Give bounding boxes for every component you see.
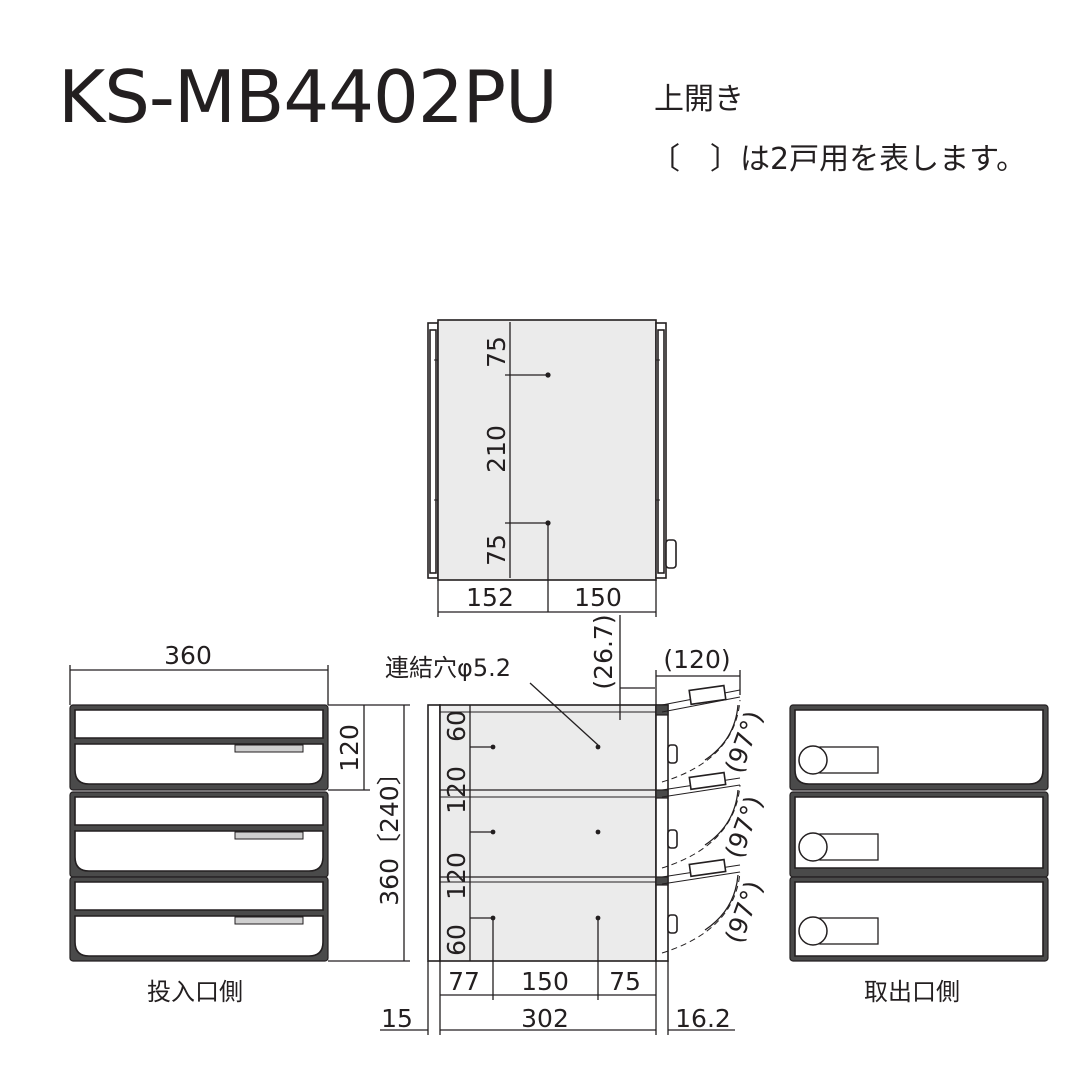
model-title: KS-MB4402PU <box>58 55 558 139</box>
top-view-lock-knob <box>665 539 677 569</box>
side-dim-v2: 120 <box>442 766 471 814</box>
top-view-right-flange-inner <box>657 329 665 574</box>
front-dim-unit-height: 120 <box>335 724 364 772</box>
side-angle-3: (97°) <box>719 877 768 947</box>
connecting-hole-label: 連結穴φ5.2 <box>385 654 511 682</box>
front-unit-1-flap <box>74 743 324 785</box>
rear-nameplate-1 <box>819 746 879 774</box>
side-dim-door-depth: (120) <box>663 645 730 674</box>
side-dim-h1: 77 <box>448 967 480 996</box>
top-hole-1 <box>545 372 551 378</box>
connecting-hole-marker <box>595 744 601 750</box>
rear-nameplate-3 <box>819 917 879 945</box>
side-lock-1 <box>667 744 678 764</box>
rear-dial-lock-2 <box>798 832 828 862</box>
side-dim-offset: (26.7) <box>589 614 618 689</box>
side-door-strip <box>655 704 669 962</box>
opened-flaps <box>661 684 741 954</box>
side-angle-1: (97°) <box>719 707 768 777</box>
top-dim-h2: 150 <box>574 583 622 612</box>
side-dim-h2: 150 <box>521 967 569 996</box>
front-unit-2-slot <box>234 831 304 840</box>
front-unit-3-slot <box>234 916 304 925</box>
side-dim-h3: 75 <box>609 967 641 996</box>
side-dim-v4: 60 <box>442 924 471 956</box>
front-unit-1-slot <box>234 744 304 753</box>
front-unit-2-upper-panel <box>74 796 324 826</box>
bracket-note: 〔 〕は2戸用を表します。 <box>650 142 1027 177</box>
rear-view-caption: 取出口側 <box>864 978 960 1006</box>
side-dim-bottom-mid: 302 <box>521 1004 569 1033</box>
front-unit-3-upper-panel <box>74 881 324 911</box>
side-body <box>439 704 657 962</box>
side-view: (97°) (97°) (97°) 連結穴φ5.2 (26.7) (120) 6… <box>380 614 769 1035</box>
top-dim-h1: 152 <box>466 583 514 612</box>
top-dim-v3: 75 <box>482 534 511 566</box>
rear-view: 取出口側 <box>789 704 1049 1006</box>
side-dim-v3: 120 <box>442 852 471 900</box>
front-unit-3-flap <box>74 915 324 957</box>
rear-nameplate-2 <box>819 833 879 861</box>
side-lock-2 <box>667 829 678 849</box>
front-unit-1-upper-panel <box>74 709 324 739</box>
front-dim-width: 360 <box>164 641 212 670</box>
rear-dial-lock-1 <box>798 745 828 775</box>
front-view-caption: 投入口側 <box>147 978 243 1006</box>
side-dim-v1: 60 <box>442 710 471 742</box>
opening-type-note: 上開き <box>654 82 744 117</box>
front-dim-total-height: 360〔240〕 <box>375 760 404 905</box>
side-dim-bottom-right: 16.2 <box>675 1004 731 1033</box>
front-unit-2-flap <box>74 830 324 872</box>
top-view: 75 210 75 152 150 <box>427 319 677 617</box>
side-angle-2: (97°) <box>719 792 768 862</box>
front-view: 360 120 360〔240〕 投入口側 <box>69 641 410 1006</box>
top-dim-v1: 75 <box>482 336 511 368</box>
top-view-body <box>437 319 657 581</box>
rear-dial-lock-3 <box>798 916 828 946</box>
side-lock-3 <box>667 914 678 934</box>
side-dim-bottom-left: 15 <box>381 1004 413 1033</box>
top-dim-v2: 210 <box>482 425 511 473</box>
side-left-flange <box>427 704 441 962</box>
top-view-left-flange-inner <box>429 329 437 574</box>
